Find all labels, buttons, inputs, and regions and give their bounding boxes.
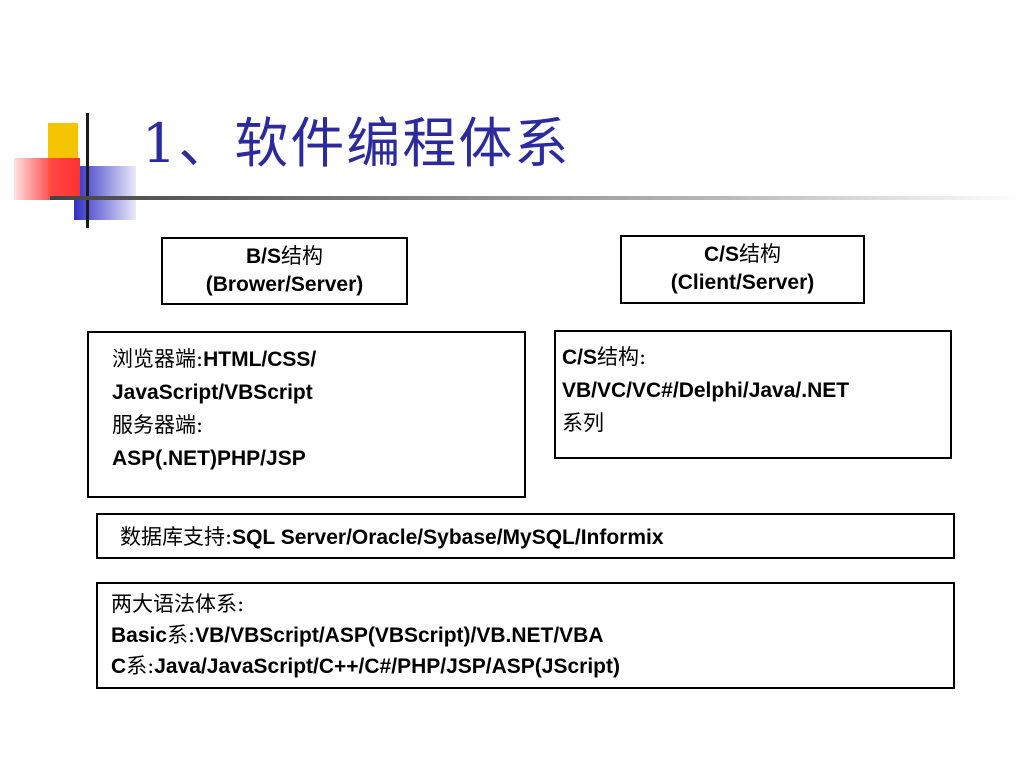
cs-suffix-line: 系列 xyxy=(562,411,604,435)
cs-tech-line: VB/VC/VC#/Delphi/Java/.NET xyxy=(562,379,850,402)
bs-header-line2: (Brower/Server) xyxy=(205,273,364,296)
browser-tech-line: JavaScript/VBScript xyxy=(112,381,313,404)
c-line: C系:Java/JavaScript/C++/C#/PHP/JSP/ASP(JS… xyxy=(111,654,620,678)
blue-square xyxy=(74,166,136,220)
red-square xyxy=(14,158,80,200)
database-box: 数据库支持:SQL Server/Oracle/Sybase/MySQL/Inf… xyxy=(96,513,955,559)
vertical-rule xyxy=(86,113,89,228)
bs-detail-box: 浏览器端:HTML/CSS/ JavaScript/VBScript 服务器端:… xyxy=(87,331,526,498)
browser-line: 浏览器端:HTML/CSS/ xyxy=(112,347,317,371)
bs-header-line1: B/S结构 xyxy=(245,244,323,268)
cs-header-line2: (Client/Server) xyxy=(670,271,815,294)
title-underline xyxy=(50,196,1024,200)
cs-detail-box: C/S结构: VB/VC/VC#/Delphi/Java/.NET 系列 xyxy=(554,330,952,459)
title-decoration xyxy=(14,113,1024,228)
server-tech-line: ASP(.NET)PHP/JSP xyxy=(112,447,306,470)
syntax-box: 两大语法体系: Basic系:VB/VBScript/ASP(VBScript)… xyxy=(96,582,955,689)
database-line: 数据库支持:SQL Server/Oracle/Sybase/MySQL/Inf… xyxy=(120,525,664,549)
bs-structure-header: B/S结构 (Brower/Server) xyxy=(161,237,408,305)
cs-label-line: C/S结构: xyxy=(562,345,647,369)
syntax-heading: 两大语法体系: xyxy=(111,592,245,616)
basic-line: Basic系:VB/VBScript/ASP(VBScript)/VB.NET/… xyxy=(111,623,604,647)
slide-title: 1、软件编程体系 xyxy=(142,112,571,175)
cs-structure-header: C/S结构 (Client/Server) xyxy=(620,235,865,304)
cs-header-line1: C/S结构 xyxy=(703,242,781,266)
server-label-line: 服务器端: xyxy=(112,413,204,437)
